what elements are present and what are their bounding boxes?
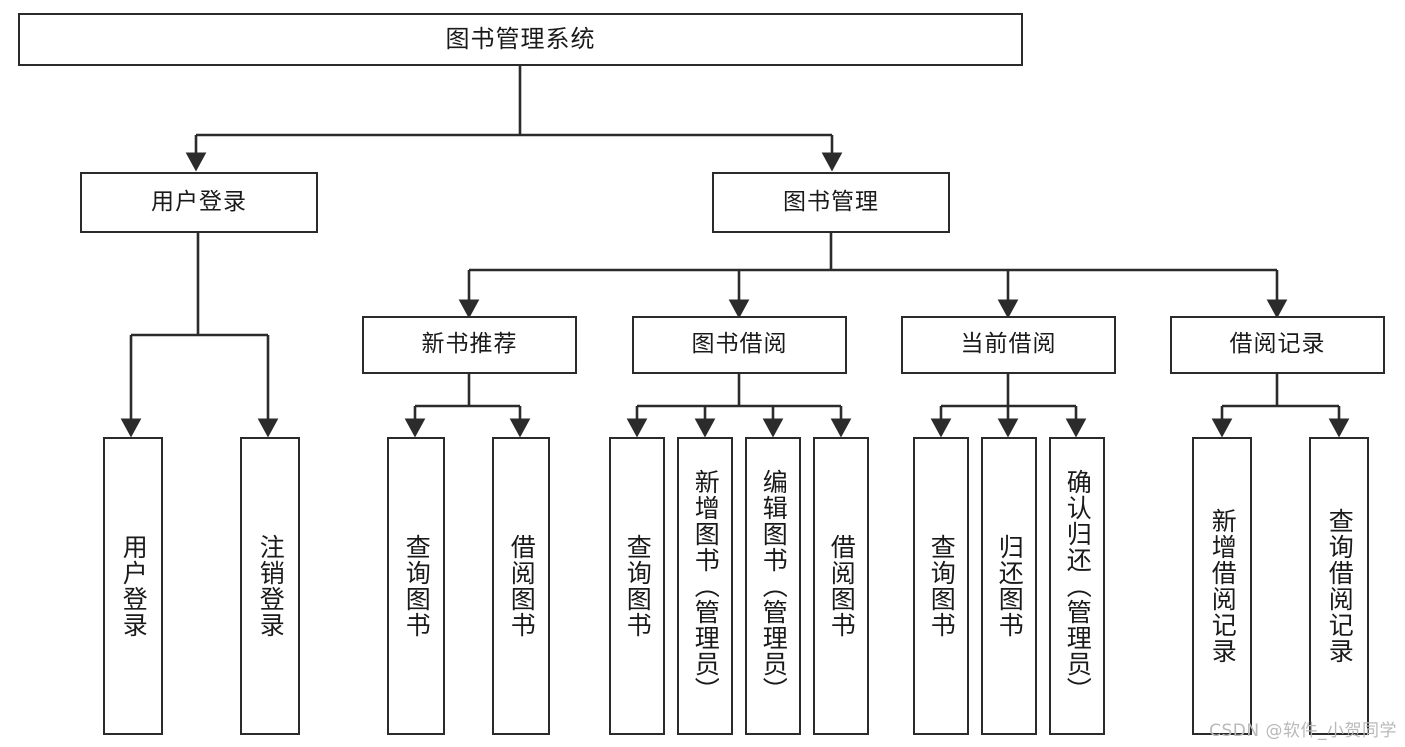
node-user-login[interactable]: 用户登录	[80, 172, 318, 233]
node-leaf-query-book-1[interactable]: 查询图书	[387, 437, 445, 735]
node-root[interactable]: 图书管理系统	[18, 13, 1023, 66]
node-leaf-confirm-return[interactable]: 确认归还（管理员）	[1049, 437, 1105, 735]
node-leaf-logout-label: 注销登录	[256, 534, 286, 638]
node-new-book-rec-label: 新书推荐	[421, 331, 518, 358]
node-leaf-add-book[interactable]: 新增图书（管理员）	[677, 437, 733, 735]
node-leaf-query-book-2-label: 查询图书	[623, 534, 653, 638]
node-leaf-query-book-2[interactable]: 查询图书	[609, 437, 665, 735]
node-leaf-user-login[interactable]: 用户登录	[103, 437, 163, 735]
node-leaf-query-book-3[interactable]: 查询图书	[913, 437, 969, 735]
node-leaf-add-book-label: 新增图书（管理员）	[691, 469, 721, 703]
node-leaf-confirm-return-label: 确认归还（管理员）	[1063, 469, 1093, 703]
node-book-borrow-label: 图书借阅	[691, 331, 788, 358]
node-current-borrow-label: 当前借阅	[960, 331, 1057, 358]
node-borrow-record-label: 借阅记录	[1229, 331, 1326, 358]
node-leaf-return-book[interactable]: 归还图书	[981, 437, 1037, 735]
node-book-manage-label: 图书管理	[783, 188, 879, 215]
node-borrow-record[interactable]: 借阅记录	[1170, 316, 1385, 374]
node-user-login-label: 用户登录	[151, 188, 247, 215]
node-leaf-add-record[interactable]: 新增借阅记录	[1192, 437, 1252, 735]
node-root-label: 图书管理系统	[445, 25, 596, 54]
node-leaf-query-record[interactable]: 查询借阅记录	[1309, 437, 1369, 735]
node-leaf-borrow-book-1[interactable]: 借阅图书	[492, 437, 550, 735]
node-leaf-borrow-book-2-label: 借阅图书	[827, 534, 857, 638]
node-book-borrow[interactable]: 图书借阅	[632, 316, 847, 374]
node-book-manage[interactable]: 图书管理	[712, 172, 950, 233]
node-leaf-query-book-3-label: 查询图书	[927, 534, 957, 638]
node-leaf-user-login-label: 用户登录	[119, 534, 149, 638]
node-leaf-return-book-label: 归还图书	[995, 534, 1025, 638]
node-leaf-query-record-label: 查询借阅记录	[1325, 508, 1355, 664]
node-current-borrow[interactable]: 当前借阅	[901, 316, 1116, 374]
watermark: CSDN @软件_小贺同学	[1209, 721, 1397, 741]
node-leaf-borrow-book-1-label: 借阅图书	[507, 534, 537, 638]
node-leaf-edit-book-label: 编辑图书（管理员）	[759, 469, 789, 703]
node-leaf-add-record-label: 新增借阅记录	[1208, 508, 1238, 664]
node-leaf-query-book-1-label: 查询图书	[402, 534, 432, 638]
node-new-book-rec[interactable]: 新书推荐	[362, 316, 577, 374]
node-leaf-borrow-book-2[interactable]: 借阅图书	[813, 437, 869, 735]
node-leaf-edit-book[interactable]: 编辑图书（管理员）	[745, 437, 801, 735]
node-leaf-logout[interactable]: 注销登录	[240, 437, 300, 735]
